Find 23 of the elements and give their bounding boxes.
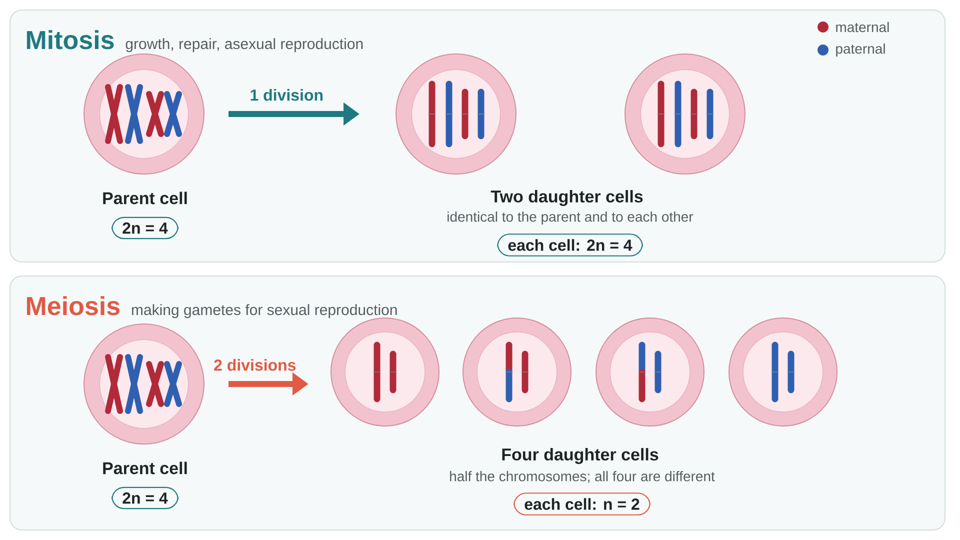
cell-drawing bbox=[596, 318, 704, 426]
cell-drawing bbox=[462, 318, 572, 426]
cell-drawing bbox=[728, 318, 838, 426]
count-badge: 2n = 4 bbox=[112, 486, 178, 510]
cell-label: Parent cell bbox=[103, 462, 187, 474]
panel-subtitle: making gametes for sexual reproduction bbox=[132, 304, 397, 318]
edge-label: 1 division bbox=[250, 89, 323, 101]
count-badge: each cell: n = 2 bbox=[514, 492, 650, 516]
group-note: identical to the parent and to each other bbox=[448, 211, 694, 225]
cell-label: Parent cell bbox=[103, 192, 187, 204]
cell-drawing bbox=[624, 54, 746, 174]
legend-text: maternal bbox=[836, 22, 889, 32]
group-heading: Two daughter cells bbox=[490, 190, 643, 206]
panel-title: Mitosis bbox=[26, 30, 114, 50]
group-heading: Four daughter cells bbox=[502, 448, 658, 464]
panel-subtitle: growth, repair, asexual reproduction bbox=[126, 38, 363, 52]
legend-text: paternal bbox=[836, 43, 885, 57]
cell-drawing bbox=[396, 54, 516, 174]
edge-label: 2 divisions bbox=[214, 359, 296, 371]
count-badge: each cell: 2n = 4 bbox=[497, 234, 643, 256]
cell-drawing bbox=[330, 318, 440, 426]
panel-title: Meiosis bbox=[26, 296, 120, 316]
count-badge: 2n = 4 bbox=[112, 216, 178, 240]
